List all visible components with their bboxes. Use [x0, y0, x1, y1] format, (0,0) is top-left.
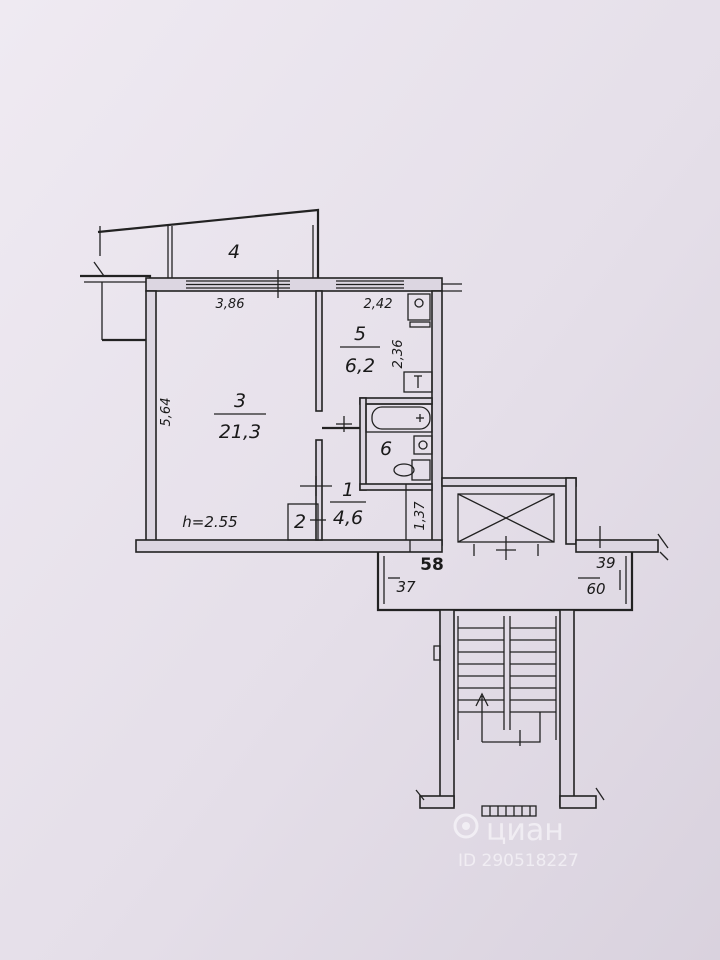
bathroom-fixtures — [359, 397, 433, 491]
elevator-shaft — [441, 477, 577, 560]
kitchen-number: 5 — [354, 323, 366, 345]
living-depth-label: 5,64 — [159, 398, 174, 427]
closet-number: 2 — [294, 511, 306, 533]
kitchen-depth-label: 2,36 — [391, 340, 406, 369]
watermark-brand: циан — [486, 813, 564, 848]
living-room-area: 21,3 — [219, 421, 261, 443]
landing-labels: 58 37 39 60 — [396, 554, 615, 598]
room-labels: 4 3 21,3 5 6,2 6 1 4,6 2 — [214, 241, 392, 533]
ceiling-height-label: h=2.55 — [182, 513, 237, 531]
hall-area: 4,6 — [333, 507, 363, 529]
hall-number: 1 — [342, 479, 354, 501]
kitchen-area: 6,2 — [345, 355, 375, 377]
neighbor-39-label: 39 — [596, 554, 615, 572]
neighbor-60-label: 60 — [586, 580, 605, 598]
bathroom-number: 6 — [380, 438, 392, 460]
stairwell — [415, 609, 605, 817]
dimension-labels: 3,86 2,42 5,64 2,36 1,37 h=2.55 — [159, 297, 428, 531]
living-room-number: 3 — [234, 390, 246, 412]
cian-logo-icon — [453, 813, 479, 839]
balcony-number: 4 — [228, 241, 240, 263]
hall-details — [287, 476, 407, 541]
neighbor-37-label: 37 — [396, 578, 416, 596]
hall-depth-label: 1,37 — [413, 501, 428, 531]
kitchen-width-label: 2,42 — [364, 297, 393, 312]
living-width-label: 3,86 — [216, 297, 245, 312]
apartment-walls — [135, 270, 462, 553]
landing-corridor — [376, 526, 669, 612]
watermark: циан ID 290518227 — [453, 813, 579, 871]
kitchen-fixtures — [403, 293, 433, 393]
stair-treads — [458, 627, 556, 713]
watermark-id: ID 290518227 — [458, 851, 579, 871]
apartment-number-label: 58 — [420, 555, 444, 575]
